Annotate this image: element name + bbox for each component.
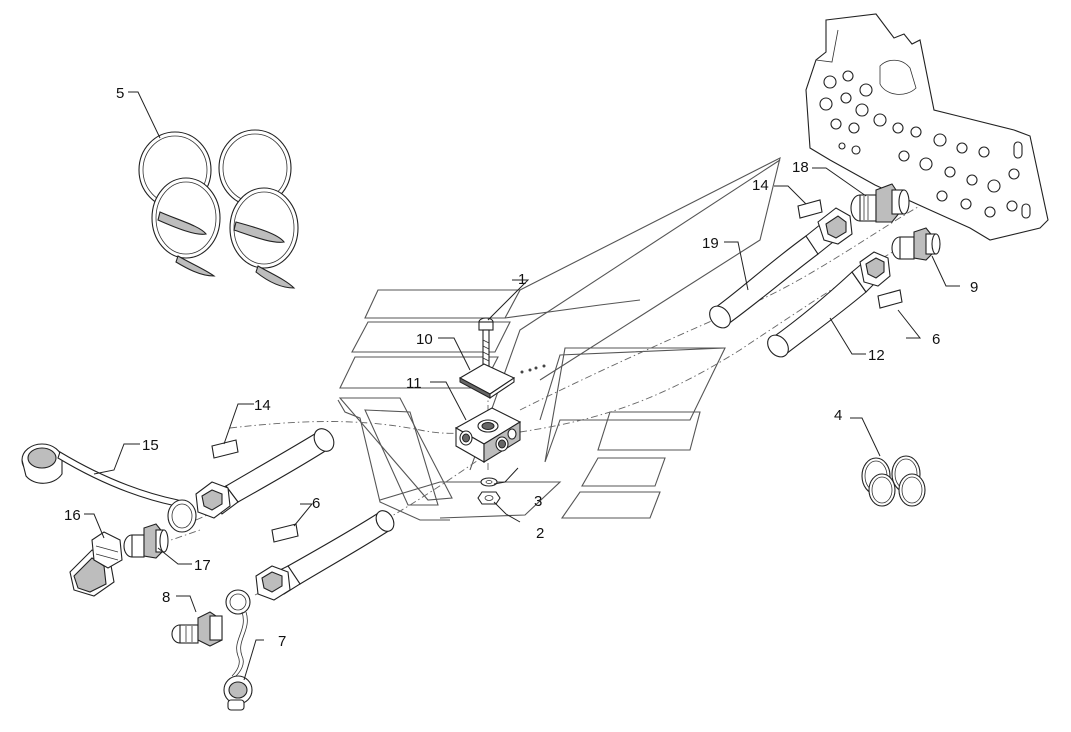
- callout-16: 16: [64, 507, 81, 524]
- callout-labels: 1 2 3 4 5 6 6 7 8 9 10 11 12 14 14 15 16…: [64, 85, 978, 650]
- callout-7: 7: [278, 633, 286, 650]
- mounting-plate: [805, 13, 1049, 241]
- callout-14-left: 14: [254, 397, 271, 414]
- adapter-9: [891, 227, 941, 261]
- callout-19: 19: [702, 235, 719, 252]
- callout-3: 3: [534, 493, 542, 510]
- cable-ties: [138, 129, 299, 289]
- coupler-16: [69, 531, 123, 597]
- snap-rings: [861, 455, 926, 507]
- callout-1: 1: [518, 271, 526, 288]
- callout-14-right: 14: [752, 177, 769, 194]
- callout-10: 10: [416, 331, 433, 348]
- adapter-17: [123, 523, 169, 559]
- callout-9: 9: [970, 279, 978, 296]
- callout-6-right: 6: [932, 331, 940, 348]
- hose-12: [767, 251, 891, 358]
- callout-15: 15: [142, 437, 159, 454]
- hose-14-left: [195, 428, 335, 519]
- callout-8: 8: [162, 589, 170, 606]
- hose-19: [709, 207, 853, 329]
- callout-12: 12: [868, 347, 885, 364]
- leader-lines: [84, 91, 960, 681]
- dust-cap-15: [21, 443, 197, 533]
- callout-11: 11: [406, 375, 422, 392]
- background-logo-frames: [337, 156, 781, 521]
- callout-17: 17: [194, 557, 211, 574]
- coupler-8: [171, 611, 223, 647]
- callout-4: 4: [834, 407, 842, 424]
- callout-2: 2: [536, 525, 544, 542]
- callout-18: 18: [792, 159, 809, 176]
- callout-5: 5: [116, 85, 124, 102]
- clamp-block-assembly: [454, 317, 546, 505]
- adapter-18: [850, 183, 910, 223]
- clamp-labels-right: [797, 199, 903, 309]
- hose-6-left: [255, 510, 395, 601]
- callout-6-left: 6: [312, 495, 320, 512]
- dust-cap-7: [223, 589, 253, 711]
